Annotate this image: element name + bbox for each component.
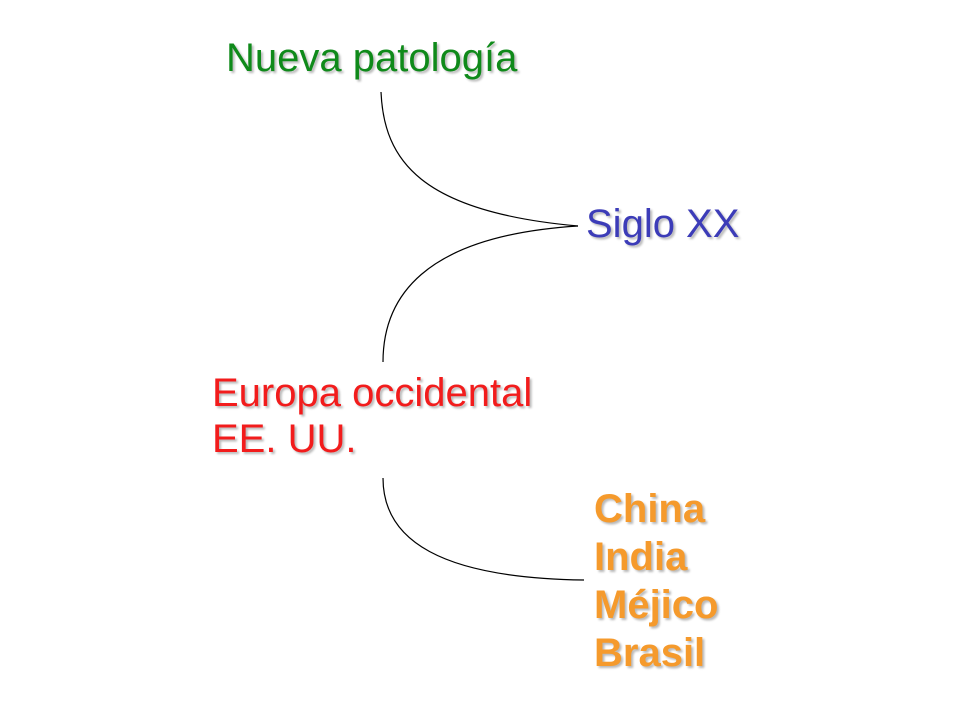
node-western-regions: Europa occidental EE. UU.: [212, 370, 532, 462]
country-label: Méjico: [594, 583, 719, 627]
connector-century-to-west: [382, 225, 579, 363]
region-label: EE. UU.: [212, 417, 357, 461]
country-label: Brasil: [594, 631, 706, 675]
connector-title-to-century: [380, 91, 579, 227]
node-new-pathology: Nueva patología: [226, 36, 518, 80]
node-emerging-countries: China India Méjico Brasil: [594, 485, 718, 677]
country-label: China: [594, 487, 706, 531]
node-twentieth-century: Siglo XX: [586, 202, 740, 246]
region-label: Europa occidental: [212, 371, 533, 415]
connector-west-to-emerging: [382, 477, 585, 581]
country-label: India: [594, 535, 688, 579]
